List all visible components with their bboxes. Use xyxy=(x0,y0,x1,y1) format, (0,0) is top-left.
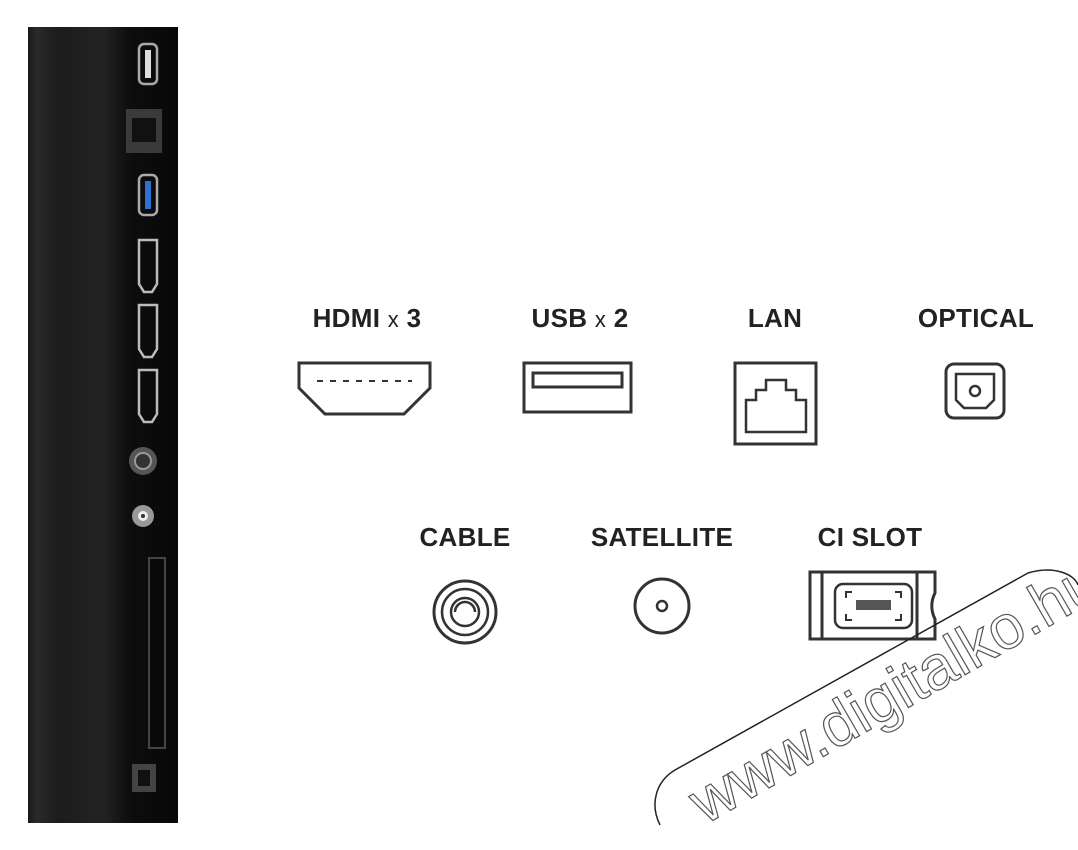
lan-port-icon xyxy=(733,361,818,446)
cable-port-icon xyxy=(432,579,498,645)
optical-port-icon xyxy=(944,362,1006,420)
ci-slot-icon xyxy=(808,570,937,641)
side-satellite-port-icon xyxy=(132,505,154,527)
side-optical-port-icon xyxy=(132,764,156,792)
usb-port-icon xyxy=(522,361,633,414)
cable-label: CABLE xyxy=(419,522,511,552)
hdmi-port-icon xyxy=(297,361,432,416)
satellite-label: SATELLITE xyxy=(590,522,734,552)
side-hdmi-port-icon xyxy=(137,238,159,424)
optical-label: OPTICAL xyxy=(917,303,1035,333)
side-cable-port-icon xyxy=(129,447,157,475)
side-ci-slot-icon xyxy=(148,557,166,749)
side-usb3-port-icon xyxy=(137,173,159,217)
lan-label: LAN xyxy=(747,303,803,333)
satellite-port-icon xyxy=(633,577,691,635)
ci-slot-label: CI SLOT xyxy=(817,522,923,552)
side-lan-port-icon xyxy=(126,109,162,153)
side-usb-port-icon xyxy=(137,42,159,86)
watermark-text: www.digitalko.hu xyxy=(677,546,1078,837)
usb-label: USB x 2 xyxy=(531,303,629,333)
hdmi-label: HDMI x 3 xyxy=(312,303,422,333)
